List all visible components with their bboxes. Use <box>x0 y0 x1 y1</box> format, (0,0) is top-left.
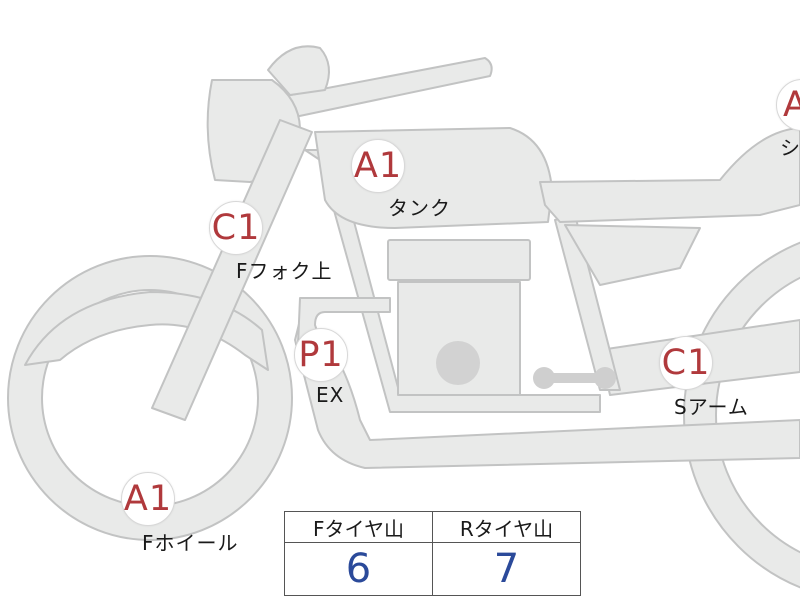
header-rear-tire: Rタイヤ山 <box>432 511 581 543</box>
mirror <box>267 45 330 96</box>
grade-marker-front-fork: C1 <box>209 201 263 255</box>
grade-marker-swing-arm: C1 <box>659 336 713 390</box>
part-label-seat: シ <box>780 136 800 160</box>
engine-top <box>387 239 531 281</box>
front-fork <box>151 119 313 421</box>
grade-marker-front-wheel: A1 <box>121 472 175 526</box>
tire-tread-table: Fタイヤ山 Rタイヤ山 6 7 <box>284 511 581 596</box>
part-label-tank: タンク <box>388 196 451 220</box>
engine-block <box>397 281 521 396</box>
part-label-swing-arm: Sアーム <box>674 395 749 419</box>
part-label-front-wheel: Fホイール <box>142 531 239 555</box>
grade-marker-exhaust: P1 <box>294 328 348 382</box>
engine-cover <box>436 341 480 385</box>
table-header-row: Fタイヤ山 Rタイヤ山 <box>284 511 581 543</box>
rear-wheel-tire-fill <box>685 243 800 587</box>
seat <box>539 127 800 223</box>
part-label-exhaust: EX <box>316 383 345 407</box>
part-label-front-fork: Fフォク上 <box>236 259 333 283</box>
footpeg <box>540 373 610 383</box>
side-cover <box>564 224 701 286</box>
grade-marker-tank: A1 <box>351 139 405 193</box>
value-rear-tire: 7 <box>432 542 581 596</box>
table-value-row: 6 7 <box>284 542 581 596</box>
value-front-tire: 6 <box>284 542 433 596</box>
handlebar <box>274 57 493 119</box>
header-front-tire: Fタイヤ山 <box>284 511 433 543</box>
